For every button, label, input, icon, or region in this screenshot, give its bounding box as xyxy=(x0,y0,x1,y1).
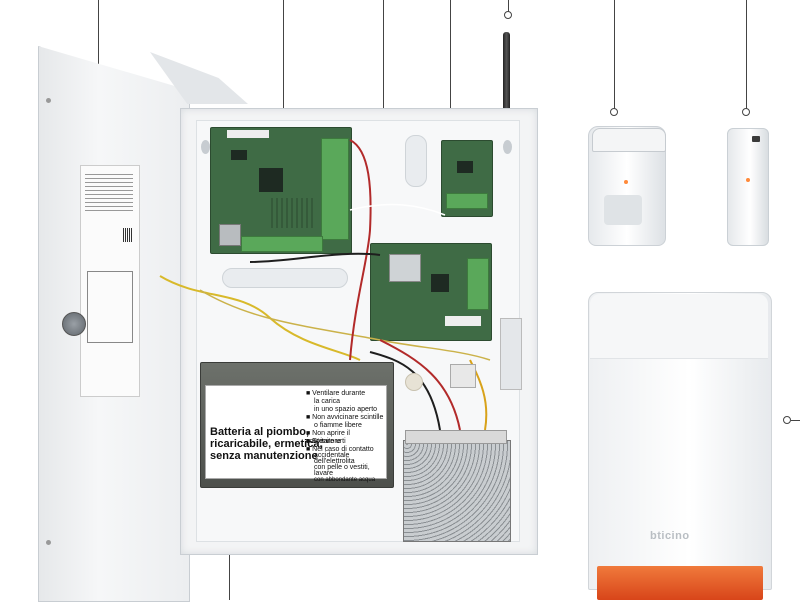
battery-warning-line: con abbondante acqua xyxy=(314,477,376,483)
wire-white xyxy=(349,203,446,216)
mounting-hole xyxy=(201,140,210,154)
door-sheet-diagram xyxy=(87,271,133,343)
main-control-board xyxy=(210,127,352,254)
door-instruction-sheet xyxy=(80,165,140,397)
knockout-slot xyxy=(405,135,427,187)
leader-line-main-board xyxy=(283,0,284,126)
door-hinge-screw xyxy=(46,540,51,545)
main-board-terminal-block xyxy=(321,138,349,240)
pir-sensor-hood xyxy=(592,128,666,152)
terminal-connector xyxy=(450,364,476,388)
gsm-sim-module xyxy=(389,254,421,282)
door-lock-icon xyxy=(62,312,86,336)
main-board-terminal-block xyxy=(241,236,323,252)
battery-warning-line: o fiamme libere xyxy=(314,422,362,429)
battery-title-line: senza manutenzione xyxy=(210,450,318,462)
leader-line-expansion-board xyxy=(450,0,451,142)
knockout-slot xyxy=(222,268,348,288)
leader-dot-siren xyxy=(783,416,791,424)
leader-line-antenna xyxy=(508,0,509,12)
battery-label: Batteria al piombo, ricaricabile, ermeti… xyxy=(205,385,387,483)
gsm-board-terminal-block xyxy=(467,258,489,310)
battery-warning-line: dell'elettrolita xyxy=(314,458,355,465)
wire-black xyxy=(369,351,441,431)
door-contact-sensor xyxy=(727,128,769,246)
siren-flash-lamp xyxy=(597,566,763,600)
expansion-board xyxy=(441,140,493,217)
siren-brand-logo: bticino xyxy=(650,530,690,542)
gsm-board-chip xyxy=(431,274,449,292)
tamper-switch xyxy=(500,318,522,390)
wire-red xyxy=(379,339,461,431)
contact-sensor-mark xyxy=(752,136,760,142)
gsm-module-board xyxy=(370,243,492,341)
leader-line-siren xyxy=(791,420,800,421)
pir-lens xyxy=(604,195,642,225)
battery-warning-line: in uno spazio aperto xyxy=(314,406,378,413)
gsm-board-sticker xyxy=(445,316,481,326)
contact-sensor-led-icon xyxy=(746,178,750,182)
main-board-chip xyxy=(259,168,283,192)
mounting-hole xyxy=(503,140,512,154)
battery-warning-line: ■ Non avvicinare scintille xyxy=(306,414,384,421)
antenna xyxy=(503,32,510,108)
siren-top-cover xyxy=(590,294,768,359)
wire-yellow xyxy=(159,275,361,361)
main-board-chip xyxy=(231,150,247,160)
leader-line-pir-sensor xyxy=(614,0,615,112)
leader-dot-pir-sensor xyxy=(610,108,618,116)
expansion-board-chip xyxy=(457,161,473,173)
pir-led-icon xyxy=(624,180,628,184)
battery-title-line: ricaricabile, ermetica, xyxy=(210,438,323,450)
battery-warning-line: con pelle o vestiti, xyxy=(314,464,370,471)
wire-yellow xyxy=(199,289,491,361)
main-board-sticker xyxy=(227,130,269,138)
leader-dot-contact-sensor xyxy=(742,108,750,116)
leader-line-contact-sensor xyxy=(746,0,747,112)
main-board-traces xyxy=(271,198,315,228)
battery-title-line: Batteria al piombo, xyxy=(210,426,310,438)
door-hinge-screw xyxy=(46,98,51,103)
power-supply-terminals xyxy=(405,430,507,444)
battery-warning-line: la carica xyxy=(314,398,341,405)
wire-black xyxy=(249,252,381,263)
wire-red xyxy=(349,139,372,361)
power-supply xyxy=(403,440,511,542)
battery-warning-line: ■ Non aprire il contenitore xyxy=(306,430,350,445)
battery-warning-line: ■ Ventilare durante xyxy=(306,390,366,397)
leader-dot-antenna xyxy=(504,11,512,19)
battery-warning-line: lavare xyxy=(314,470,334,477)
expansion-board-terminal-block xyxy=(446,193,488,209)
ethernet-port xyxy=(219,224,241,246)
battery-warning-line: ■ Evitare urti xyxy=(306,438,346,445)
battery-warning-line: ■ Nel caso di contatto xyxy=(306,446,374,453)
door-sheet-barcode xyxy=(123,228,133,242)
tamper-button xyxy=(405,373,423,391)
battery-warning-line: accidentale xyxy=(314,452,350,459)
door-sheet-lines xyxy=(85,174,133,214)
